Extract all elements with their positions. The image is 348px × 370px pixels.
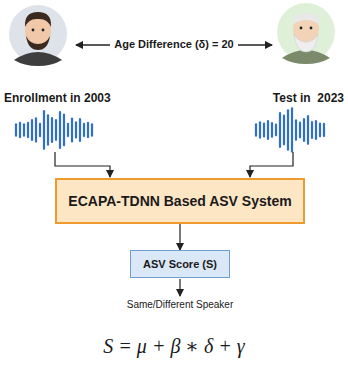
text-label: S = μ + β ∗ δ + γ bbox=[103, 334, 244, 358]
waveform bbox=[16, 111, 92, 149]
box-text: ASV Score (S) bbox=[143, 258, 217, 270]
waveform bbox=[256, 108, 324, 151]
connector-arrow bbox=[179, 224, 180, 250]
process-box: ECAPA-TDNN Based ASV System bbox=[55, 178, 305, 224]
input-wire bbox=[55, 152, 110, 177]
output-arrow bbox=[179, 279, 180, 296]
process-box: ASV Score (S) bbox=[130, 250, 230, 278]
young-avatar bbox=[9, 5, 67, 66]
text-label: Test in 2023 bbox=[273, 91, 344, 105]
text-label: Age Difference (δ) = 20 bbox=[110, 38, 237, 50]
text-label: Same/Different Speaker bbox=[127, 299, 234, 310]
old-avatar bbox=[277, 3, 335, 64]
input-wire bbox=[250, 152, 293, 177]
box-text: ECAPA-TDNN Based ASV System bbox=[68, 193, 291, 209]
text-label: Enrollment in 2003 bbox=[4, 91, 111, 105]
